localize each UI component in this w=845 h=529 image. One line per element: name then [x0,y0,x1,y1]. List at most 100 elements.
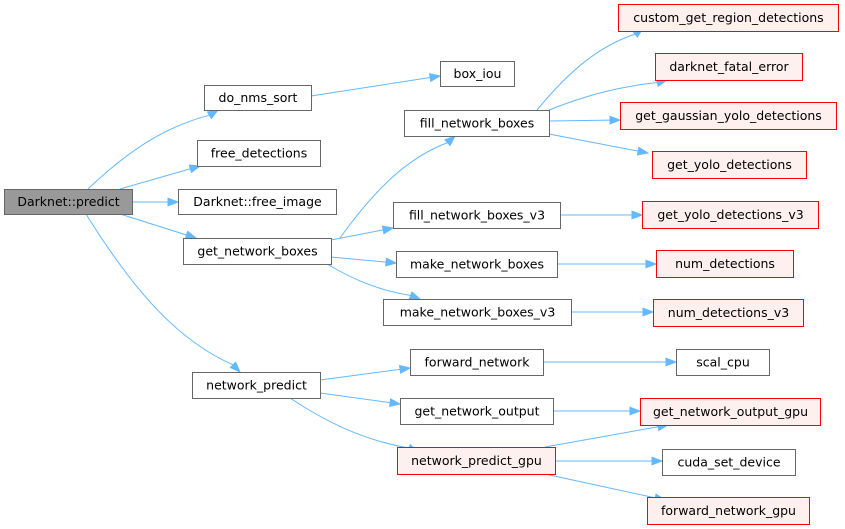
edge-line [119,168,191,190]
edge-do_nms_sort-to-box_iou [310,73,442,97]
node-label: Darknet::predict [17,194,119,209]
edge-get_network_boxes-to-make_network_boxes_v3 [326,263,422,300]
node-label: do_nms_sort [219,90,298,105]
edge-line [289,397,409,449]
edge-fill_network_boxes-to-custom_get_region_detections [536,27,645,111]
node-make-network-boxes[interactable]: make_network_boxes [396,251,558,278]
edge-line [548,119,611,122]
node-get-network-output-gpu[interactable]: get_network_output_gpu [640,398,821,426]
node-box [397,447,556,475]
edge-predict-to-free_detections [119,164,202,190]
edge-line [330,256,387,263]
arrowhead-icon [665,357,678,367]
arrowhead-icon [636,146,650,156]
node-scal-cpu[interactable]: scal_cpu [676,349,770,376]
node-label: make_network_boxes_v3 [400,305,556,320]
node-network-predict-gpu[interactable]: network_predict_gpu [397,447,556,475]
edge-line [87,114,210,190]
node-box-iou[interactable]: box_iou [440,61,515,87]
node-box [656,250,794,278]
node-label: get_network_output [414,404,539,419]
node-label: box_iou [454,66,502,81]
arrowhead-icon [385,257,398,267]
node-get-network-boxes[interactable]: get_network_boxes [183,238,332,265]
node-label: Darknet::free_image [193,194,322,209]
node-label: num_detections_v3 [668,305,789,320]
node-free-detections[interactable]: free_detections [197,140,321,167]
node-box [440,61,515,87]
node-predict: Darknet::predict [4,189,133,215]
node-num-detections-v3[interactable]: num_detections_v3 [653,299,804,327]
arrowhead-icon [629,406,642,416]
arrowhead-icon [167,197,180,207]
edge-make_network_boxes_v3-to-num_detections_v3 [571,307,655,317]
node-box [197,140,321,167]
node-get-yolo-detections-v3[interactable]: get_yolo_detections_v3 [642,201,819,229]
node-make-network-boxes-v3[interactable]: make_network_boxes_v3 [383,299,572,326]
node-darknet-fatal-error[interactable]: darknet_fatal_error [655,53,803,81]
edge-line [548,81,658,111]
node-label: network_predict_gpu [411,453,542,468]
node-box [178,189,337,215]
edge-forward_network-to-scal_cpu [543,357,678,367]
node-box [640,398,821,426]
edge-line [319,368,401,381]
node-box [620,102,837,130]
edge-line [119,213,187,236]
node-label: fill_network_boxes_v3 [409,208,545,223]
edge-line [536,33,636,111]
edge-fill_network_boxes-to-get_yolo_detections [548,133,650,156]
node-label: get_yolo_detections [667,157,792,172]
edge-get_network_boxes-to-make_network_boxes [330,256,398,267]
node-label: scal_cpu [696,355,750,370]
node-get-yolo-detections[interactable]: get_yolo_detections [652,151,807,179]
node-label: fill_network_boxes [420,116,535,131]
edge-line [330,229,384,241]
arrowhead-icon [398,364,412,374]
node-label: darknet_fatal_error [669,59,789,74]
node-box [642,201,819,229]
arrowhead-icon [388,398,402,408]
node-fill-network-boxes[interactable]: fill_network_boxes [404,110,550,137]
edge-network_predict-to-forward_network [319,364,412,381]
node-fill-network-boxes-v3[interactable]: fill_network_boxes_v3 [393,202,561,229]
node-label: get_network_output_gpu [653,404,808,419]
node-free-image[interactable]: Darknet::free_image [178,189,337,215]
node-network-predict[interactable]: network_predict [192,372,321,399]
node-box [655,53,803,81]
node-box [396,251,558,278]
node-label: num_detections [675,256,775,271]
node-box [204,85,312,111]
arrowhead-icon [651,456,664,466]
node-forward-network[interactable]: forward_network [410,349,544,376]
arrowhead-icon [184,230,198,240]
node-do-nms-sort[interactable]: do_nms_sort [204,85,312,111]
node-label: get_yolo_detections_v3 [657,207,803,222]
edge-line [310,77,431,97]
arrowhead-icon [428,73,442,83]
arrowhead-icon [631,210,644,220]
edge-line [544,426,659,448]
node-forward-network-gpu[interactable]: forward_network_gpu [647,497,810,525]
edge-predict-to-network_predict [85,213,241,374]
edge-get_network_boxes-to-fill_network_boxes_v3 [330,225,395,241]
node-label: get_gaussian_yolo_detections [635,108,822,123]
edge-network_predict-to-network_predict_gpu [289,397,420,453]
node-box [393,202,561,229]
arrowhead-icon [229,361,241,374]
edge-line [548,133,639,152]
node-box [183,238,332,265]
edge-line [319,392,391,404]
node-label: get_network_boxes [197,244,317,259]
node-get-network-output[interactable]: get_network_output [400,398,554,425]
node-custom-get-region-detections[interactable]: custom_get_region_detections [618,4,839,32]
edge-get_network_output-to-get_network_output_gpu [553,406,642,416]
node-label: forward_network [425,355,531,370]
node-get-gaussian-yolo-detections[interactable]: get_gaussian_yolo_detections [620,102,837,130]
edge-line [339,142,448,239]
node-label: network_predict [206,378,307,393]
node-label: forward_network_gpu [661,503,796,518]
node-cuda-set-device[interactable]: cuda_set_device [662,449,796,476]
node-num-detections[interactable]: num_detections [656,250,794,278]
